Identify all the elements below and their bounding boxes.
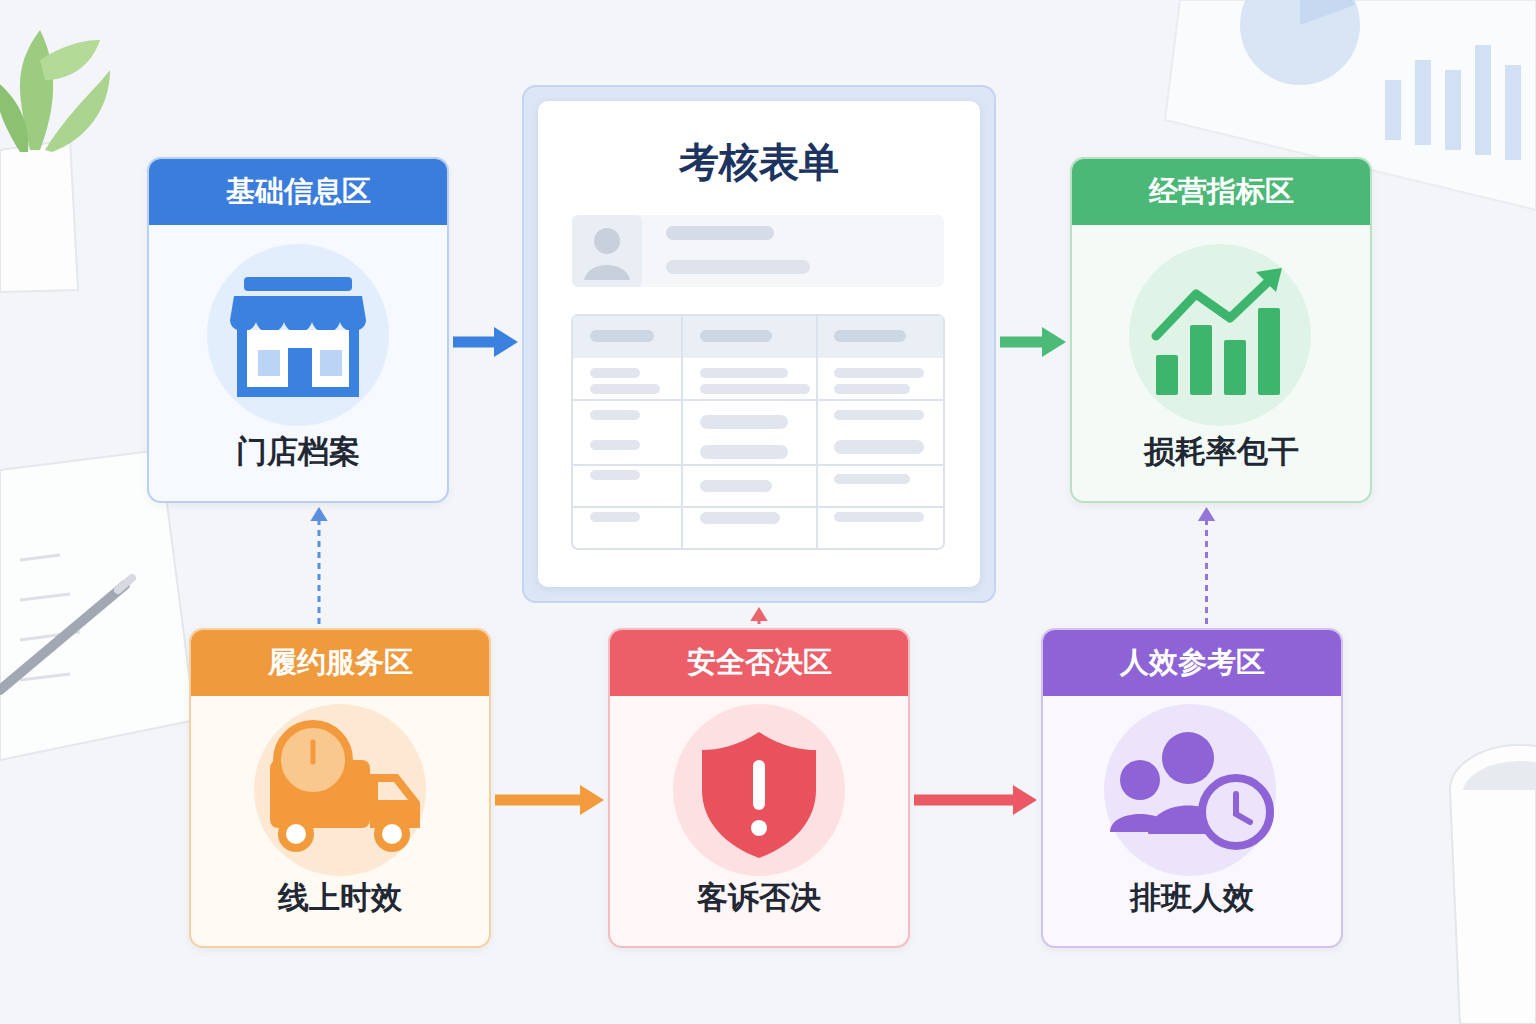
zone-card: 经营指标区损耗率包干 [1070,157,1372,503]
zone-header: 人效参考区 [1043,630,1341,696]
dashed-arrow [1198,507,1215,624]
cup-decor [1450,745,1536,1024]
zone-title: 人效参考区 [1120,643,1265,683]
plant-decor [0,30,110,292]
store-icon [207,244,389,426]
warning-shield-icon [673,704,845,876]
zone-card: 履约服务区线上时效 [189,628,491,948]
delivery-truck-icon [254,704,426,876]
form-title: 考核表单 [524,135,994,190]
zone-title: 履约服务区 [268,643,413,683]
form-panel: 考核表单 [522,85,996,603]
growth-chart-icon [1129,244,1311,426]
zone-header: 基础信息区 [149,159,447,225]
zone-item: 排班人效 [1043,877,1341,919]
form-illustration [572,215,944,549]
dashed-arrow [750,607,767,624]
dashed-arrow [310,507,327,624]
zone-title: 经营指标区 [1149,172,1294,212]
zone-header: 履约服务区 [191,630,489,696]
flow-arrow [453,327,518,357]
zone-title: 安全否决区 [687,643,832,683]
zone-item: 损耗率包干 [1072,431,1370,473]
zone-card: 安全否决区客诉否决 [608,628,910,948]
flow-arrow [914,785,1037,815]
zone-item: 线上时效 [191,877,489,919]
zone-item: 门店档案 [149,431,447,473]
zone-header: 安全否决区 [610,630,908,696]
flow-arrow [495,785,604,815]
zone-header: 经营指标区 [1072,159,1370,225]
zone-title: 基础信息区 [226,172,371,212]
zone-card: 人效参考区排班人效 [1041,628,1343,948]
zone-card: 基础信息区门店档案 [147,157,449,503]
zone-item: 客诉否决 [610,877,908,919]
people-clock-icon [1104,704,1276,876]
flow-arrow [1000,327,1066,357]
